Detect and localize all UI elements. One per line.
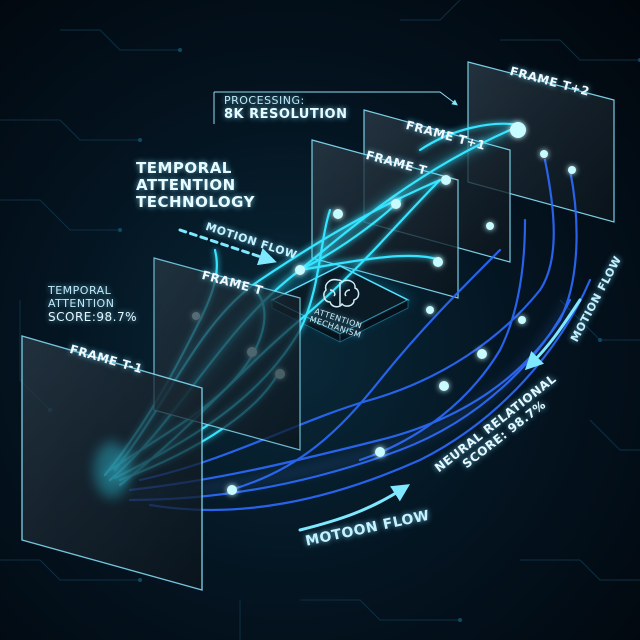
temporal-score: TEMPORAL ATTENTION SCORE:98.7% [48,284,137,324]
processing-bracket [213,91,458,124]
brain-icon [323,278,360,308]
processing-readout: PROCESSING: 8K RESOLUTION [224,94,347,122]
temporal-score-line-1: TEMPORAL [48,284,112,297]
temporal-score-line-2: ATTENTION [48,297,115,310]
motion-flow-arrows [178,228,582,532]
processing-value: 8K RESOLUTION [224,107,348,122]
glow-nodes [192,122,576,495]
headline: TEMPORAL ATTENTION TECHNOLOGY [136,160,255,211]
temporal-score-value: SCORE:98.7% [48,310,138,324]
headline-line-3: TECHNOLOGY [136,193,255,211]
headline-line-1: TEMPORAL [136,159,232,177]
processing-label: PROCESSING: [224,94,305,107]
blue-flow-lines [128,158,592,512]
frame-t-minus-1 [21,335,203,591]
headline-line-2: ATTENTION [136,176,236,194]
